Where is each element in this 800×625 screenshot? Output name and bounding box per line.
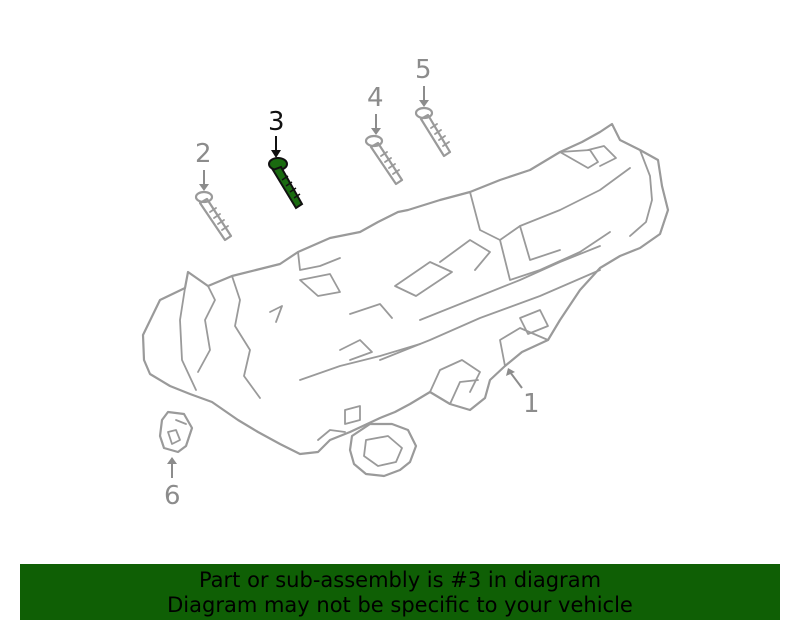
bolt-5 [414,86,452,158]
callout-3: 3 [268,107,285,137]
banner-line-1: Part or sub-assembly is #3 in diagram [198,568,602,592]
callout-2: 2 [195,139,212,169]
callout-6: 6 [164,481,181,511]
bolt-4 [364,114,404,186]
callout-1: 1 [523,389,540,419]
parts-diagram: 1 2 3 4 5 6 [141,55,670,511]
bolt-3-highlighted [268,136,304,210]
part-6-bracket [158,410,194,478]
info-banner: Part or sub-assembly is #3 in diagram Di… [20,564,780,620]
callout-4: 4 [367,83,384,113]
transmission-assembly [141,122,670,478]
banner-line-2: Diagram may not be specific to your vehi… [167,593,633,617]
callout-5: 5 [415,55,432,85]
bolt-2 [194,170,233,242]
